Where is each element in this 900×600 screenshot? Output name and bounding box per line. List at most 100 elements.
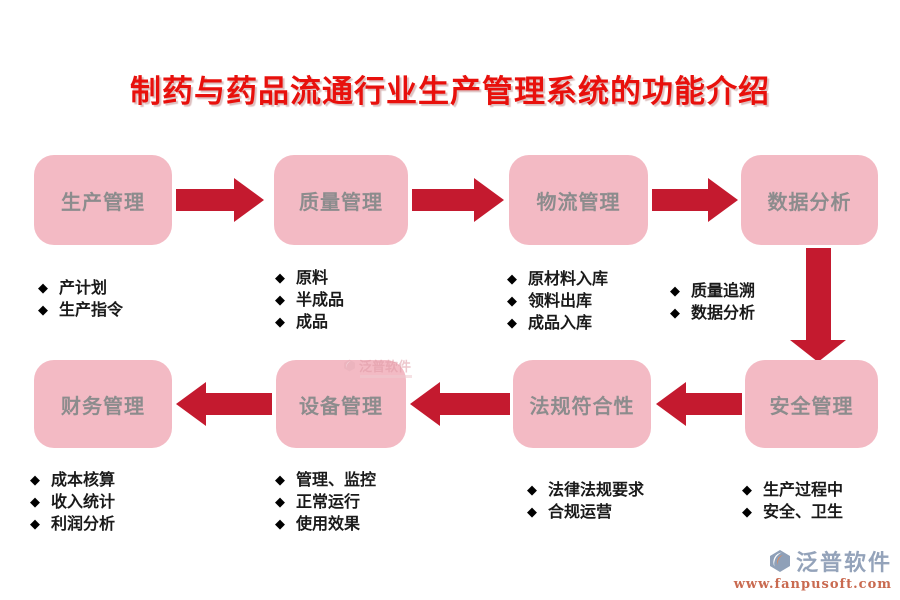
hint-list-quality: ◆ 原料 ◆ 半成品 ◆ 成品 (275, 268, 344, 332)
flow-node-label: 安全管理 (769, 393, 854, 418)
list-item-label: 领料出库 (528, 291, 593, 310)
list-item-label: 质量追溯 (691, 281, 756, 300)
flow-node-label: 财务管理 (61, 393, 145, 418)
brand-name: 泛普软件 (795, 551, 892, 576)
diamond-bullet-icon: ◆ (275, 472, 285, 488)
watermark: 泛普软件 (343, 356, 412, 378)
flow-node-quality: 质量管理 (274, 155, 408, 245)
list-item: ◆ 生产过程中 (742, 480, 843, 500)
hint-list-safety: ◆ 生产过程中 ◆ 安全、卫生 (742, 480, 843, 522)
flow-node-data-analysis: 数据分析 (741, 155, 878, 245)
list-item: ◆ 安全、卫生 (742, 502, 843, 522)
diamond-bullet-icon: ◆ (275, 292, 285, 308)
list-item-label: 使用效果 (296, 514, 361, 533)
list-item-label: 半成品 (296, 290, 345, 309)
hint-list-equipment: ◆ 管理、监控 ◆ 正常运行 ◆ 使用效果 (275, 470, 376, 534)
diamond-bullet-icon: ◆ (507, 271, 517, 287)
list-item-label: 法律法规要求 (548, 480, 645, 499)
fanpu-logo-icon (344, 359, 355, 372)
arrow-down-icon (790, 248, 846, 362)
diamond-bullet-icon: ◆ (507, 315, 517, 331)
list-item-label: 正常运行 (296, 492, 361, 511)
list-item-label: 管理、监控 (296, 470, 377, 489)
fanpu-logo-icon (769, 550, 790, 572)
list-item: ◆ 半成品 (275, 290, 344, 310)
hint-list-data-analysis: ◆ 质量追溯 ◆ 数据分析 (670, 281, 755, 323)
list-item: ◆ 合规运营 (527, 502, 644, 522)
list-item: ◆ 原料 (275, 268, 344, 288)
hint-list-finance: ◆ 成本核算 ◆ 收入统计 ◆ 利润分析 (30, 470, 115, 534)
list-item: ◆ 数据分析 (670, 303, 755, 323)
flow-node-label: 设备管理 (299, 393, 383, 418)
list-item-label: 数据分析 (691, 303, 756, 322)
watermark-text: 泛普软件 (359, 360, 412, 375)
list-item: ◆ 管理、监控 (275, 470, 376, 490)
list-item: ◆ 领料出库 (507, 291, 608, 311)
list-item: ◆ 成品 (275, 312, 344, 332)
flow-node-equipment: 设备管理 (276, 360, 406, 448)
hint-list-compliance: ◆ 法律法规要求 ◆ 合规运营 (527, 480, 644, 522)
list-item-label: 成品 (296, 312, 329, 331)
diamond-bullet-icon: ◆ (275, 314, 285, 330)
arrow-right-icon (176, 178, 264, 222)
flow-node-production: 生产管理 (34, 155, 172, 245)
flow-node-label: 生产管理 (61, 189, 145, 214)
flow-node-label: 数据分析 (767, 189, 852, 214)
list-item: ◆ 正常运行 (275, 492, 376, 512)
list-item: ◆ 法律法规要求 (527, 480, 644, 500)
list-item-label: 产计划 (59, 278, 108, 297)
list-item: ◆ 利润分析 (30, 514, 115, 534)
flow-node-compliance: 法规符合性 (513, 360, 651, 448)
flow-node-safety: 安全管理 (745, 360, 878, 448)
list-item: ◆ 成品入库 (507, 313, 608, 333)
arrow-left-icon (176, 382, 272, 426)
footer-brand: 泛普软件 www.fanpusoft.com (734, 545, 892, 592)
diamond-bullet-icon: ◆ (275, 516, 285, 532)
list-item-label: 原料 (296, 268, 329, 287)
diamond-bullet-icon: ◆ (507, 293, 517, 309)
diamond-bullet-icon: ◆ (527, 482, 537, 498)
diamond-bullet-icon: ◆ (742, 482, 752, 498)
list-item: ◆ 成本核算 (30, 470, 115, 490)
list-item-label: 生产指令 (59, 300, 124, 319)
diamond-bullet-icon: ◆ (670, 305, 680, 321)
arrow-left-icon (410, 382, 510, 426)
diamond-bullet-icon: ◆ (38, 280, 48, 296)
flow-node-label: 物流管理 (536, 189, 621, 214)
list-item-label: 生产过程中 (763, 480, 844, 499)
diamond-bullet-icon: ◆ (275, 270, 285, 286)
hint-list-production: ◆ 产计划 ◆ 生产指令 (38, 278, 123, 320)
diamond-bullet-icon: ◆ (30, 494, 40, 510)
diamond-bullet-icon: ◆ (742, 504, 752, 520)
brand-url: www.fanpusoft.com (733, 577, 892, 592)
arrow-right-icon (652, 178, 738, 222)
diamond-bullet-icon: ◆ (38, 302, 48, 318)
list-item-label: 安全、卫生 (763, 502, 844, 521)
arrow-left-icon (656, 382, 742, 426)
list-item-label: 成本核算 (51, 470, 116, 489)
watermark-subline (360, 375, 412, 378)
list-item: ◆ 生产指令 (38, 300, 123, 320)
list-item: ◆ 产计划 (38, 278, 123, 298)
diamond-bullet-icon: ◆ (30, 516, 40, 532)
list-item: ◆ 原材料入库 (507, 269, 608, 289)
flow-node-label: 法规符合性 (529, 393, 635, 418)
hint-list-logistics: ◆ 原材料入库 ◆ 领料出库 ◆ 成品入库 (507, 269, 608, 333)
diamond-bullet-icon: ◆ (527, 504, 537, 520)
flow-node-logistics: 物流管理 (509, 155, 648, 245)
list-item: ◆ 收入统计 (30, 492, 115, 512)
flow-node-label: 质量管理 (299, 189, 383, 214)
list-item-label: 合规运营 (548, 502, 613, 521)
list-item: ◆ 使用效果 (275, 514, 376, 534)
list-item-label: 原材料入库 (528, 269, 609, 288)
list-item: ◆ 质量追溯 (670, 281, 755, 301)
diamond-bullet-icon: ◆ (670, 283, 680, 299)
list-item-label: 利润分析 (51, 514, 116, 533)
diamond-bullet-icon: ◆ (30, 472, 40, 488)
list-item-label: 收入统计 (51, 492, 116, 511)
list-item-label: 成品入库 (528, 313, 593, 332)
page-title: 制药与药品流通行业生产管理系统的功能介绍 (130, 74, 770, 110)
arrow-right-icon (412, 178, 504, 222)
diamond-bullet-icon: ◆ (275, 494, 285, 510)
